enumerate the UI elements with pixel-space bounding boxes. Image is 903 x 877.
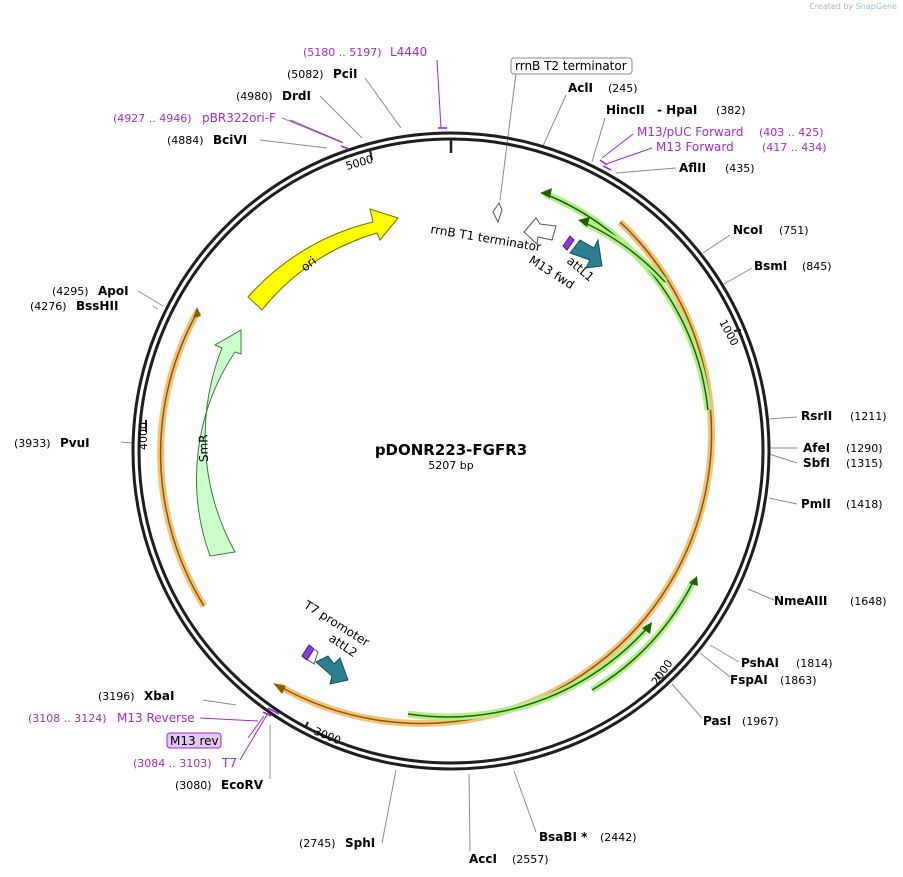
- enzyme-rsrii[interactable]: RsrII: [801, 409, 832, 423]
- primer-m13-reverse[interactable]: M13 Reverse: [117, 711, 195, 725]
- primer-pos-m13-puc-forward: (403 .. 425): [759, 126, 824, 139]
- enzyme-pvui[interactable]: PvuI: [60, 436, 90, 450]
- primer-pos-pbr322ori-f: (4927 .. 4946): [113, 112, 192, 125]
- enzyme-pos-xbai: (3196): [98, 690, 135, 703]
- left-orange-arrowhead: [193, 307, 201, 318]
- enzyme-sphi[interactable]: SphI: [345, 836, 375, 850]
- enzyme-bcivi[interactable]: BciVI: [213, 133, 247, 147]
- ruler-label-4000: 4000: [137, 422, 150, 450]
- attl1-feature[interactable]: [569, 238, 603, 269]
- enzyme-pos-fspai: (1863): [780, 674, 817, 687]
- watermark-prefix: Created by: [809, 2, 854, 11]
- enzyme-fspai[interactable]: FspAI: [730, 673, 768, 687]
- plasmid-size: 5207 bp: [428, 459, 473, 472]
- enzyme-pos-ecorv: (3080): [175, 779, 212, 792]
- enzyme-drdi[interactable]: DrdI: [282, 89, 311, 103]
- ori-feature[interactable]: [247, 208, 399, 311]
- enzyme-acli[interactable]: AclI: [568, 81, 593, 95]
- m13-fwd-feature[interactable]: [562, 235, 575, 251]
- enzyme-pos-apoi: (4295): [52, 285, 89, 298]
- enzyme-pos-bsabi: (2442): [600, 831, 637, 844]
- rrnb-t2-label: rrnB T2 terminator: [515, 59, 627, 73]
- enzyme-apoi[interactable]: ApoI: [98, 284, 129, 298]
- primer-t7[interactable]: T7: [221, 756, 237, 770]
- backbone: [131, 131, 771, 771]
- primer-pos-m13-reverse: (3108 .. 3124): [28, 712, 107, 725]
- enzyme-pos-drdi: (4980): [236, 90, 273, 103]
- enzyme-pmli[interactable]: PmlI: [801, 497, 831, 511]
- left-orange-line: [159, 310, 205, 607]
- enzyme-bsabi[interactable]: BsaBI *: [539, 830, 588, 844]
- enzyme-pos-acli: (245): [608, 82, 638, 95]
- enzyme-pos-pasi: (1967): [742, 715, 779, 728]
- enzyme-afei[interactable]: AfeI: [803, 441, 830, 455]
- enzyme-hincii[interactable]: HincII: [606, 103, 645, 117]
- enzyme-acci[interactable]: AccI: [469, 852, 497, 866]
- plasmid-name: pDONR223-FGFR3: [375, 441, 527, 459]
- green-arrowheads: [540, 188, 698, 634]
- rrnb-t1-label-text: rrnB T1 terminator: [430, 222, 543, 254]
- enzyme-pos-bcivi: (4884): [167, 134, 204, 147]
- primer-m13-rev-box: [166, 732, 222, 749]
- primer-pos-l4440: (5180 .. 5197): [303, 46, 382, 59]
- enzyme-pos-pshai: (1814): [796, 657, 833, 670]
- primer-m13-rev[interactable]: M13 rev: [170, 734, 219, 748]
- orf-arrowhead: [273, 683, 286, 694]
- enzyme-aflii[interactable]: AflII: [679, 161, 706, 175]
- enzyme-pasi[interactable]: PasI: [703, 714, 731, 728]
- enzyme-pos-sphi: (2745): [299, 837, 336, 850]
- smr-feature[interactable]: [196, 329, 242, 557]
- primer-marks: [262, 127, 612, 717]
- primer-l4440[interactable]: L4440: [390, 45, 427, 59]
- rrnb-t1-label: rrnB T1 terminator: [430, 222, 543, 254]
- enzyme-xbai[interactable]: XbaI: [144, 689, 174, 703]
- enzyme-bsshii[interactable]: BssHII: [76, 299, 118, 313]
- connector-lines: [120, 72, 798, 852]
- enzyme-pos-pcii: (5082): [287, 68, 324, 81]
- smr-label: SmR: [196, 434, 211, 462]
- attl2-feature[interactable]: [315, 655, 349, 685]
- enzyme-nmeaiii[interactable]: NmeAIII: [774, 594, 827, 608]
- enzyme-pos-acci: (2557): [512, 853, 549, 866]
- enzyme-pos-aflii: (435): [725, 162, 755, 175]
- primer-pbr322ori-f[interactable]: pBR322ori-F: [202, 111, 276, 125]
- enzyme-sbfi[interactable]: SbfI: [803, 456, 830, 470]
- enzyme-pos-afei: (1290): [846, 442, 883, 455]
- enzyme-pos-sbfi: (1315): [846, 457, 883, 470]
- ruler-ticks: [145, 149, 742, 729]
- primer-connectors: [199, 59, 653, 761]
- enzyme-pos-pmli: (1418): [846, 498, 883, 511]
- snapgene-watermark: Created by SnapGene: [809, 2, 897, 11]
- watermark-brand: SnapGene: [855, 2, 897, 11]
- enzyme-pos-nmeaiii: (1648): [850, 595, 887, 608]
- orf-feature-line: [278, 221, 713, 725]
- enzyme-pshai[interactable]: PshAI: [741, 656, 779, 670]
- enzyme-pcii[interactable]: PciI: [333, 67, 358, 81]
- primer-m13-forward[interactable]: M13 Forward: [656, 140, 734, 154]
- rrnb-t1-terminator-feature[interactable]: [523, 217, 557, 246]
- enzyme-pos-bsmi: (845): [802, 260, 832, 273]
- t7-promoter-feature[interactable]: [301, 644, 315, 661]
- primer-pos-m13-forward: (417 .. 434): [762, 141, 827, 154]
- primer-pos-t7: (3084 .. 3103): [133, 757, 212, 770]
- enzyme-hpai[interactable]: - HpaI: [657, 103, 697, 117]
- enzyme-pos-pvui: (3933): [14, 437, 51, 450]
- enzyme-pos-hpai: (382): [716, 104, 746, 117]
- green-features[interactable]: [407, 190, 712, 721]
- primer-m13-puc-forward[interactable]: M13/pUC Forward: [637, 125, 744, 139]
- enzyme-pos-rsrii: (1211): [850, 410, 887, 423]
- enzyme-pos-bsshii: (4276): [30, 300, 67, 313]
- t7-outline: [307, 647, 319, 665]
- enzyme-bsmi[interactable]: BsmI: [754, 259, 787, 273]
- rrnb-t2-terminator-feature[interactable]: [492, 201, 503, 224]
- enzyme-ncoi[interactable]: NcoI: [733, 223, 763, 237]
- smr-label-text: SmR: [196, 434, 211, 462]
- enzyme-ecorv[interactable]: EcoRV: [221, 778, 264, 792]
- rrnb-t2-label-box: [510, 57, 633, 75]
- ruler-label-1000: 1000: [716, 317, 741, 348]
- enzyme-pos-ncoi: (751): [779, 224, 809, 237]
